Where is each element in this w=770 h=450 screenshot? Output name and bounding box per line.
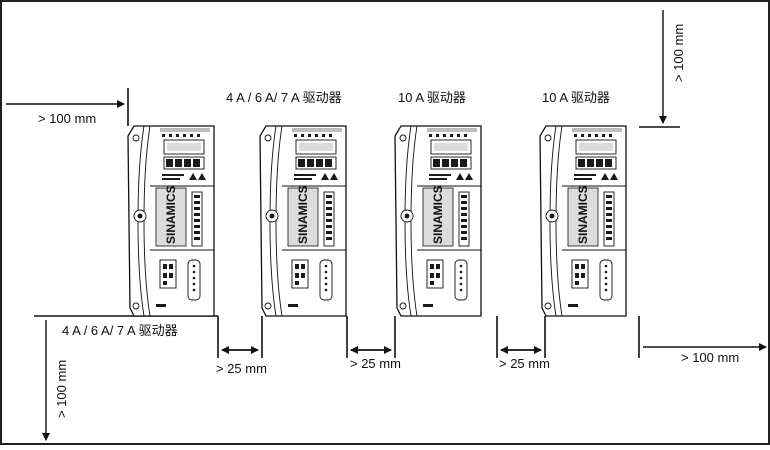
top-clearance-label: > 100 mm bbox=[671, 24, 686, 82]
dimension-arrows bbox=[6, 10, 767, 441]
left-clearance-label: > 100 mm bbox=[38, 111, 96, 126]
gap-1-label: > 25 mm bbox=[216, 361, 267, 376]
drive-3-brand: SINAMICS bbox=[431, 185, 445, 244]
right-clearance-label: > 100 mm bbox=[681, 350, 739, 365]
drive-4-brand: SINAMICS bbox=[576, 185, 590, 244]
gap-2-label: > 25 mm bbox=[350, 356, 401, 371]
drive-unit-3: SINAMICS bbox=[394, 125, 482, 317]
drive-1-caption: 4 A / 6 A/ 7 A 驱动器 bbox=[62, 323, 178, 338]
drive-unit-1: SINAMICS bbox=[127, 125, 215, 317]
bottom-clearance-label: > 100 mm bbox=[54, 360, 69, 418]
drive-unit-2: SINAMICS bbox=[259, 125, 347, 317]
drive-2-caption: 4 A / 6 A/ 7 A 驱动器 bbox=[226, 90, 342, 105]
drive-2-brand: SINAMICS bbox=[296, 185, 310, 244]
drive-1-brand: SINAMICS bbox=[164, 185, 178, 244]
drive-4-caption: 10 A 驱动器 bbox=[542, 90, 610, 105]
gap-3-label: > 25 mm bbox=[499, 356, 550, 371]
drive-unit-4: SINAMICS bbox=[539, 125, 627, 317]
drive-3-caption: 10 A 驱动器 bbox=[398, 90, 466, 105]
